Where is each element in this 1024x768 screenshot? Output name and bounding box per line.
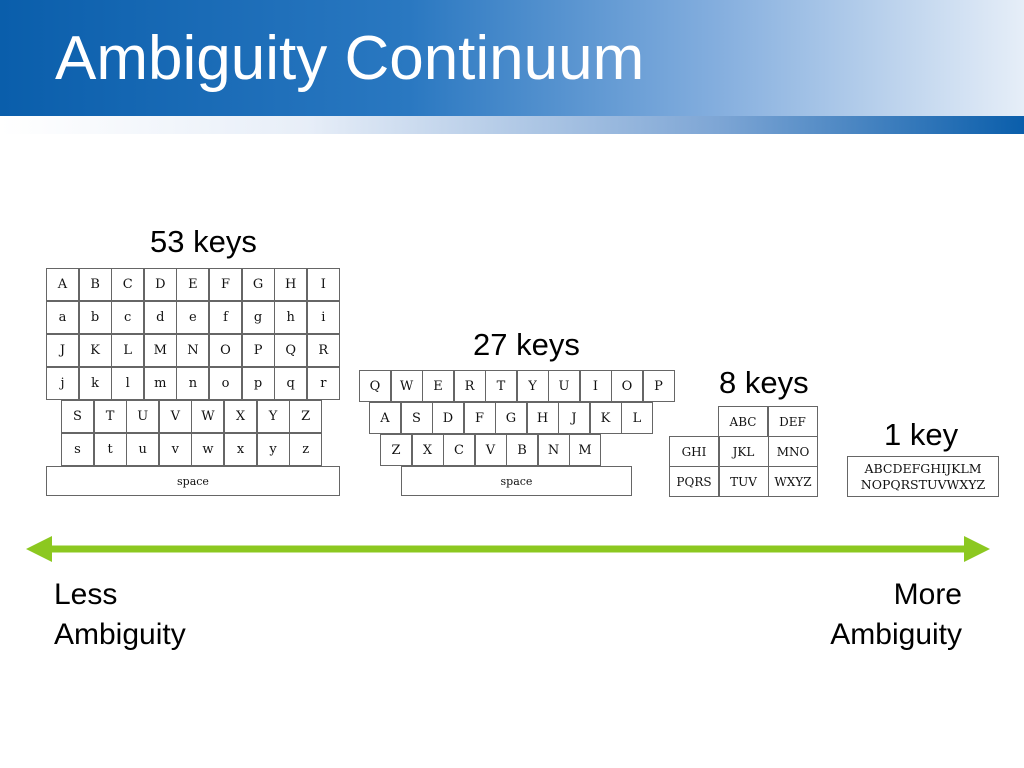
more-ambiguity-label: More Ambiguity: [830, 575, 962, 655]
single-key: ABCDEFGHIJKLM NOPQRSTUVWXYZ: [847, 456, 999, 497]
key-27-J: J: [558, 402, 590, 434]
key-8-mno: MNO: [768, 436, 818, 467]
key-27-W: W: [390, 370, 423, 402]
key-53-Y: Y: [256, 400, 290, 433]
key-53-y: y: [256, 433, 290, 466]
key-53-d: d: [143, 301, 177, 334]
header-accent-band: [0, 116, 1024, 134]
key-53-u: u: [126, 433, 160, 466]
key-53-i: i: [306, 301, 340, 334]
key-53-g: g: [241, 301, 275, 334]
key-53-N: N: [176, 334, 210, 367]
less-ambiguity-label: Less Ambiguity: [54, 575, 186, 655]
key-27-F: F: [463, 402, 496, 434]
key-53-n: n: [176, 367, 210, 400]
key-8-ghi: GHI: [669, 436, 719, 467]
key-27-space: space: [401, 466, 632, 496]
more-ambiguity-line-2: Ambiguity: [830, 618, 962, 651]
keyboard-1-label: 1 key: [884, 417, 959, 452]
key-27-I: I: [579, 370, 612, 402]
key-53-l: l: [111, 367, 145, 400]
key-53-X: X: [224, 400, 257, 433]
single-key-line-2: NOPQRSTUVWXYZ: [860, 476, 986, 492]
key-53-T: T: [93, 400, 127, 433]
key-53-O: O: [209, 334, 242, 367]
key-53-U: U: [126, 400, 160, 433]
key-53-F: F: [209, 268, 242, 301]
keyboard-27-label: 27 keys: [473, 327, 580, 362]
key-27-Y: Y: [516, 370, 549, 402]
key-27-T: T: [485, 370, 517, 402]
key-53-K: K: [78, 334, 112, 367]
key-53-Q: Q: [274, 334, 308, 367]
key-53-I: I: [306, 268, 340, 301]
key-53-B: B: [78, 268, 112, 301]
key-27-C: C: [443, 434, 475, 466]
key-53-a: a: [46, 301, 79, 334]
key-53-A: A: [46, 268, 79, 301]
key-53-v: v: [158, 433, 192, 466]
key-53-p: p: [241, 367, 275, 400]
key-53-x: x: [224, 433, 257, 466]
key-53-M: M: [143, 334, 177, 367]
key-53-f: f: [209, 301, 242, 334]
key-53-E: E: [176, 268, 210, 301]
key-53-space: space: [46, 466, 340, 496]
key-53-J: J: [46, 334, 79, 367]
arrow-head-right: [964, 536, 990, 562]
key-8-def: DEF: [767, 406, 818, 437]
key-53-q: q: [274, 367, 308, 400]
key-53-r: r: [306, 367, 340, 400]
key-53-S: S: [61, 400, 94, 433]
key-53-P: P: [241, 334, 275, 367]
key-53-V: V: [158, 400, 192, 433]
single-key-line-1: ABCDEFGHIJKLM: [864, 460, 982, 476]
key-53-w: w: [191, 433, 225, 466]
less-ambiguity-line-1: Less: [54, 578, 118, 611]
key-8-wxyz: WXYZ: [768, 466, 818, 497]
arrow-head-left: [26, 536, 52, 562]
key-8-jkl: JKL: [718, 436, 769, 467]
key-27-Z: Z: [380, 434, 412, 466]
key-53-G: G: [241, 268, 275, 301]
key-53-t: t: [93, 433, 127, 466]
key-53-k: k: [78, 367, 112, 400]
key-27-Q: Q: [359, 370, 391, 402]
key-53-j: j: [46, 367, 79, 400]
header-band: [0, 0, 1024, 116]
key-8-abc: ABC: [718, 406, 768, 437]
key-53-e: e: [176, 301, 210, 334]
key-27-M: M: [569, 434, 601, 466]
key-27-E: E: [422, 370, 454, 402]
key-53-z: z: [289, 433, 323, 466]
key-53-m: m: [143, 367, 177, 400]
less-ambiguity-line-2: Ambiguity: [54, 618, 186, 651]
key-8-pqrs: PQRS: [669, 466, 719, 497]
keyboard-53-label: 53 keys: [150, 224, 257, 259]
key-27-L: L: [621, 402, 653, 434]
key-53-s: s: [61, 433, 94, 466]
key-53-C: C: [111, 268, 145, 301]
key-53-o: o: [209, 367, 242, 400]
more-ambiguity-line-1: More: [893, 578, 962, 611]
key-53-H: H: [274, 268, 308, 301]
slide-title: Ambiguity Continuum: [55, 24, 645, 93]
key-27-P: P: [642, 370, 675, 402]
key-27-K: K: [589, 402, 622, 434]
key-27-U: U: [548, 370, 580, 402]
key-53-c: c: [111, 301, 145, 334]
key-53-Z: Z: [289, 400, 323, 433]
key-53-h: h: [274, 301, 308, 334]
key-27-G: G: [495, 402, 527, 434]
keyboard-8-label: 8 keys: [719, 365, 809, 400]
key-53-L: L: [111, 334, 145, 367]
key-53-D: D: [143, 268, 177, 301]
key-27-X: X: [411, 434, 444, 466]
key-53-W: W: [191, 400, 225, 433]
key-53-R: R: [306, 334, 340, 367]
key-53-b: b: [78, 301, 112, 334]
